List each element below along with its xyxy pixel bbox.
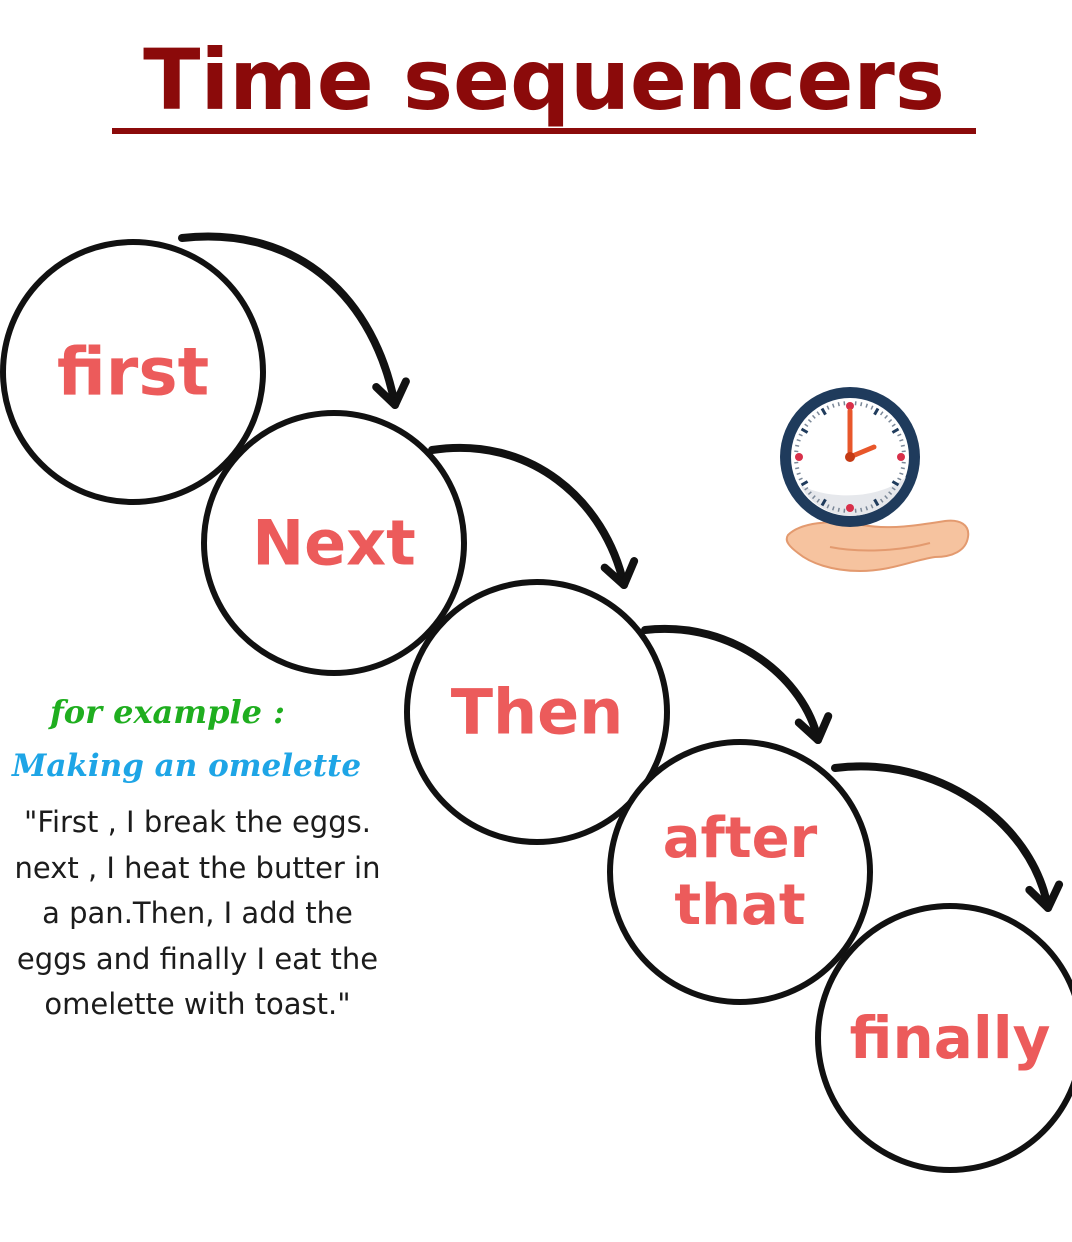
arrowhead-icon <box>600 557 639 589</box>
step-circle <box>201 410 467 676</box>
clock-in-hand-icon <box>780 387 970 573</box>
example-line: "First , I break the eggs. <box>24 805 371 839</box>
step-label: Then <box>451 676 624 749</box>
step-label: after <box>663 806 818 871</box>
sequence-arrow <box>428 443 628 589</box>
example-subheading: Making an omelette <box>12 748 362 784</box>
page-title: Time sequencers <box>143 31 945 129</box>
example-line: a pan.Then, I add the <box>42 896 353 930</box>
step-circle <box>607 739 873 1005</box>
arrowhead-icon <box>794 712 833 744</box>
title-underline <box>112 128 976 134</box>
sequence-arrow <box>178 232 399 409</box>
step-circle <box>404 579 670 845</box>
arrows-layer <box>178 232 1064 912</box>
step-label: first <box>57 334 209 411</box>
step-label: finally <box>850 1004 1051 1072</box>
hand-icon <box>785 519 970 573</box>
sequence-arrow <box>831 762 1052 912</box>
sequence-step: finally <box>815 903 1072 1173</box>
arrowhead-icon <box>1025 880 1064 912</box>
step-label: Next <box>252 507 416 580</box>
sequence-step: Next <box>201 410 467 676</box>
sequence-arrow <box>641 624 822 744</box>
step-circle <box>815 903 1072 1173</box>
step-label: that <box>674 873 805 938</box>
example-heading: for example : <box>50 693 285 731</box>
step-circle <box>0 239 266 505</box>
example-line: omelette with toast." <box>44 987 351 1021</box>
sequence-step: first <box>0 239 266 505</box>
arrowhead-icon <box>372 377 410 409</box>
clock-icon <box>780 387 920 527</box>
example-line: next , I heat the butter in <box>14 850 381 885</box>
example-text: "First , I break the eggs. next , I heat… <box>0 800 395 1028</box>
example-line: eggs and finally I eat the <box>16 941 379 976</box>
clock-ticks <box>794 401 906 513</box>
sequence-step: Then <box>404 579 670 845</box>
